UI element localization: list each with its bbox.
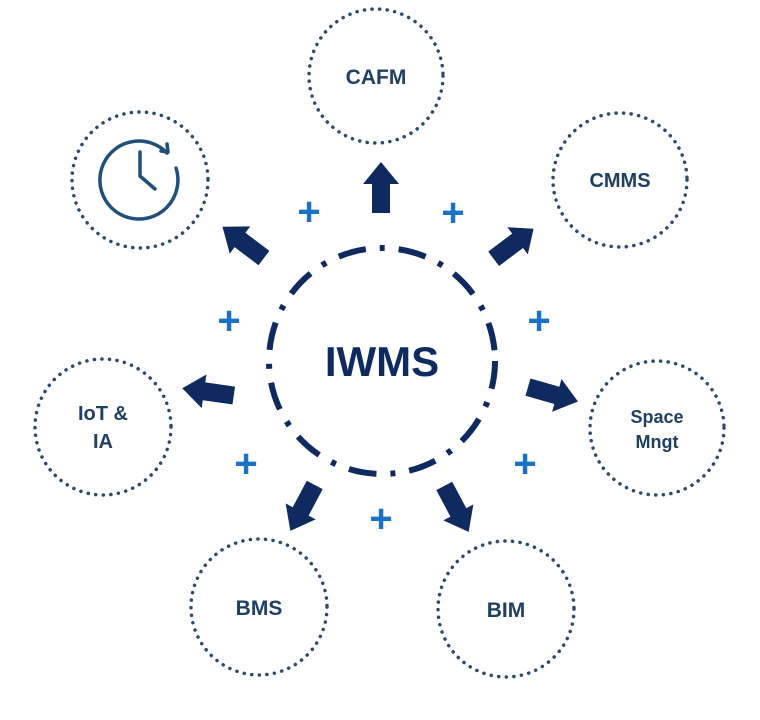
node-space-label-line1: Space [630,407,683,427]
node-bms-dotted-circle [189,537,329,677]
plus-sign: + [527,299,550,343]
node-iot-label-line1: IoT & [78,403,128,425]
arrow-to-bms [285,480,323,531]
plus-sign: + [234,442,257,486]
plus-sign: + [369,497,392,541]
plus-sign: + [217,299,240,343]
node-cafm: CAFM [307,7,445,145]
node-cafm-dotted-circle [307,7,445,145]
node-bms: BMS [189,537,329,677]
arrow-to-cafm [363,162,399,213]
node-bms-label: BMS [236,597,283,620]
arrows [182,162,578,532]
arrow-to-bim [436,481,474,532]
plus-signs: + + + + + + + [217,190,550,541]
center-dashed-ring [266,245,498,477]
node-iot-ia: IoT & IA [33,357,173,497]
node-bim-dotted-circle [436,539,576,679]
plus-sign: + [441,191,464,235]
node-bim: BIM [436,539,576,679]
arrow-to-iot [182,374,236,409]
node-iot-dotted-circle [33,357,173,497]
node-history-dotted-circle [70,110,210,250]
node-bim-label: BIM [487,599,526,622]
arrow-to-history [222,226,270,266]
arrow-to-cmms [488,227,534,267]
node-cmms-label: CMMS [589,170,650,192]
node-space-dotted-circle [588,359,726,497]
node-cmms: CMMS [551,111,689,249]
center-hub: IWMS [266,245,498,477]
node-cafm-label: CAFM [346,66,407,89]
node-cmms-dotted-circle [551,111,689,249]
clock-history-icon [98,139,180,221]
node-space-label-line2: Mngt [636,432,679,452]
arrow-to-space [525,378,578,412]
plus-sign: + [297,190,320,234]
node-iot-label-line2: IA [93,431,113,453]
node-history [70,110,210,250]
center-label: IWMS [325,338,439,385]
node-space-mngt: Space Mngt [588,359,726,497]
plus-sign: + [513,442,536,486]
